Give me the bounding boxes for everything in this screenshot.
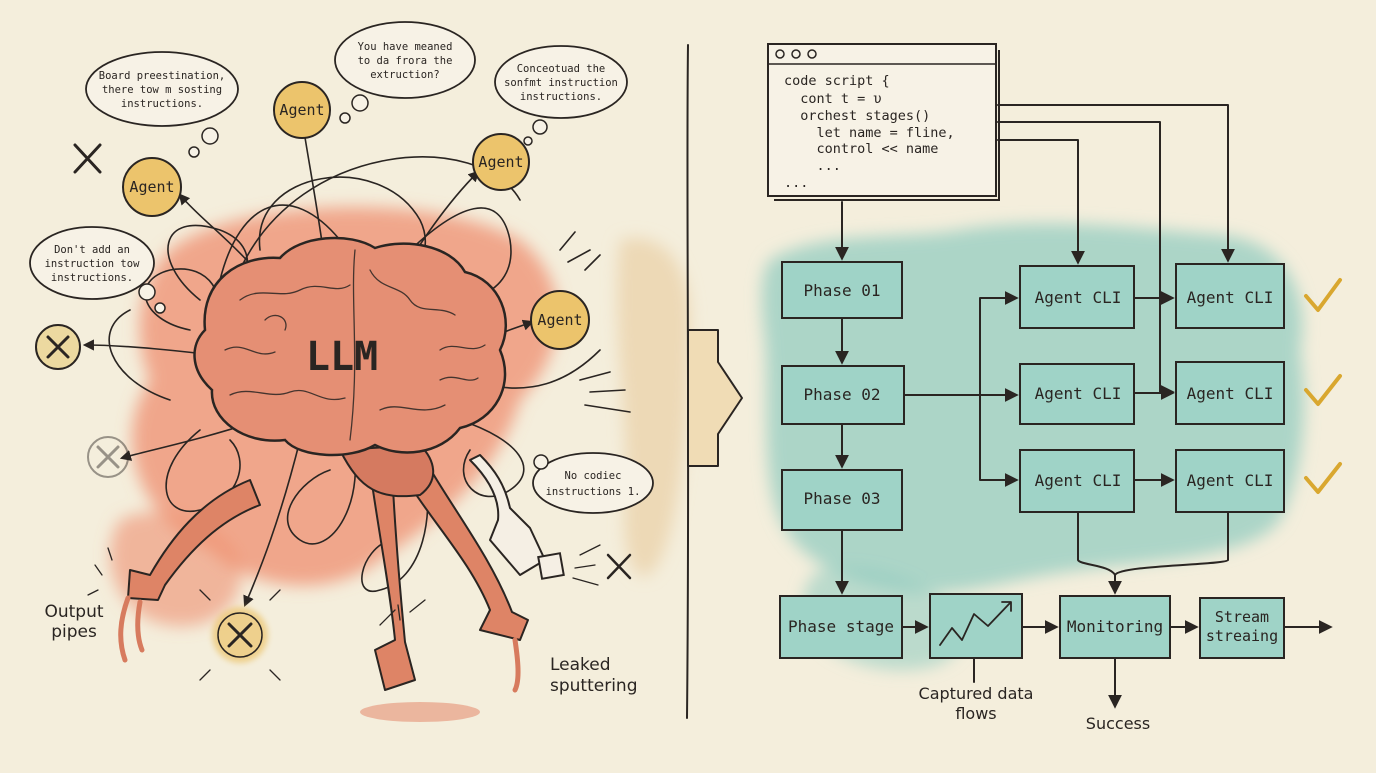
thought-bubble: You have meaned to da frora the extructi…	[334, 21, 476, 124]
svg-text:Agent: Agent	[537, 311, 582, 329]
code-line: let name = fline,	[784, 125, 955, 141]
svg-text:there tow m sosting: there tow m sosting	[102, 84, 222, 96]
svg-text:Agent CLI: Agent CLI	[1187, 288, 1274, 307]
panel-divider	[686, 44, 690, 719]
failed-x-icon	[35, 324, 81, 370]
svg-text:Agent CLI: Agent CLI	[1187, 384, 1274, 403]
agent-cli-box: Agent CLI	[1019, 363, 1135, 425]
check-icon	[1304, 462, 1342, 494]
thought-bubble: Conceotuad the sonfmt instruction instru…	[494, 45, 628, 146]
svg-text:Don't add an: Don't add an	[54, 244, 130, 256]
svg-text:Agent: Agent	[478, 153, 523, 171]
check-icon	[1304, 374, 1342, 406]
stream-box: Stream streaing	[1199, 597, 1285, 659]
svg-text:flows: flows	[955, 704, 996, 723]
failed-x-icon	[87, 436, 129, 478]
svg-text:Leaked: Leaked	[550, 655, 611, 675]
agent-node: Agent	[273, 81, 331, 139]
success-label: Success	[1086, 714, 1150, 733]
failed-x-icon	[606, 553, 632, 580]
thought-bubble: Board preestination, there tow m sosting…	[85, 51, 239, 158]
svg-text:Conceotuad the: Conceotuad the	[517, 63, 606, 75]
svg-text:to da frora the: to da frora the	[358, 55, 453, 67]
code-line: ...	[784, 175, 808, 191]
svg-text:instructions 1.: instructions 1.	[546, 486, 641, 498]
svg-text:Captured data: Captured data	[919, 684, 1034, 703]
svg-text:No codiec: No codiec	[565, 470, 622, 482]
llm-brain: LLM	[193, 236, 508, 498]
chart-box	[929, 593, 1023, 659]
svg-text:Monitoring: Monitoring	[1067, 617, 1163, 636]
svg-text:Board preestination,: Board preestination,	[99, 70, 225, 82]
svg-text:instruction tow: instruction tow	[45, 258, 141, 270]
svg-text:Phase 02: Phase 02	[803, 385, 880, 404]
agent-node: Agent	[530, 290, 590, 350]
svg-text:Agent CLI: Agent CLI	[1035, 471, 1122, 490]
svg-text:Phase 01: Phase 01	[803, 281, 880, 300]
agent-cli-box: Agent CLI	[1019, 449, 1135, 513]
svg-text:sputtering: sputtering	[550, 676, 638, 696]
failed-x-icon	[199, 589, 281, 681]
llm-label: LLM	[306, 334, 378, 380]
output-pipes-label: Output pipes	[44, 602, 103, 642]
agent-node: Agent	[122, 157, 182, 217]
transition-arrow	[687, 329, 743, 467]
code-line: control << name	[784, 141, 938, 157]
svg-text:Agent: Agent	[129, 178, 174, 196]
output-pipes	[87, 454, 601, 722]
leaked-label: Leaked sputtering	[550, 655, 638, 696]
agent-cli-box: Agent CLI	[1175, 361, 1285, 425]
agent-node: Agent	[472, 133, 530, 191]
code-line: cont t = υ	[784, 91, 882, 107]
svg-text:Agent CLI: Agent CLI	[1035, 384, 1122, 403]
phase-box: Phase 01	[781, 261, 903, 319]
agent-cli-box: Agent CLI	[1175, 263, 1285, 329]
svg-text:instructions.: instructions.	[51, 272, 133, 284]
thought-bubble: No codiec instructions 1.	[532, 452, 654, 514]
svg-text:You have meaned: You have meaned	[358, 41, 453, 53]
trend-line-icon	[939, 602, 1011, 646]
phase-box: Phase 02	[781, 365, 905, 425]
svg-text:Stream: Stream	[1215, 608, 1269, 626]
code-line: code script {	[784, 73, 890, 89]
svg-text:streaing: streaing	[1206, 627, 1278, 645]
svg-text:Phase stage: Phase stage	[788, 617, 894, 636]
svg-text:Agent CLI: Agent CLI	[1035, 288, 1122, 307]
thought-bubble: Don't add an instruction tow instruction…	[29, 226, 166, 314]
failed-x-icon	[73, 143, 102, 174]
agent-cli-box: Agent CLI	[1019, 265, 1135, 329]
monitoring-box: Monitoring	[1059, 595, 1171, 659]
code-window: code script { cont t = υ orchest stages(…	[767, 43, 1000, 201]
svg-text:instructions.: instructions.	[121, 98, 203, 110]
phase-stage-box: Phase stage	[779, 595, 903, 659]
phase-box: Phase 03	[781, 469, 903, 531]
svg-text:pipes: pipes	[51, 622, 97, 642]
svg-text:instructions.: instructions.	[520, 91, 602, 103]
svg-text:sonfmt instruction: sonfmt instruction	[504, 77, 618, 89]
agent-cli-box: Agent CLI	[1175, 449, 1285, 513]
svg-text:extruction?: extruction?	[370, 69, 440, 81]
svg-text:Phase 03: Phase 03	[803, 489, 880, 508]
flow-arrows	[835, 104, 1333, 709]
svg-text:Agent CLI: Agent CLI	[1187, 471, 1274, 490]
svg-text:Agent: Agent	[279, 101, 324, 119]
svg-text:Output: Output	[44, 602, 103, 622]
code-line: ...	[784, 158, 841, 174]
check-icon	[1304, 278, 1342, 312]
captured-data-label: Captured data flows	[919, 684, 1034, 723]
code-line: orchest stages()	[784, 108, 930, 124]
